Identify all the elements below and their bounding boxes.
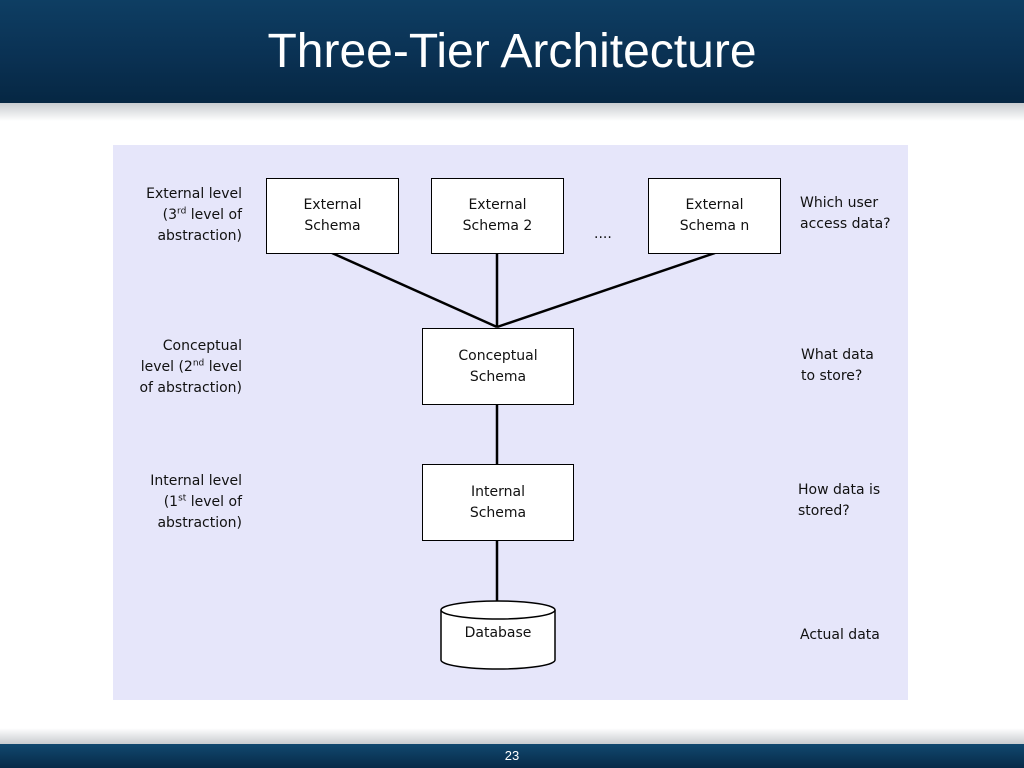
link-externaln-conceptual	[496, 251, 716, 329]
external-schema-2-box: External Schema 2	[431, 178, 564, 254]
conceptual-question: What data to store?	[801, 347, 874, 384]
internal-question: How data is stored?	[798, 482, 881, 519]
link-external1-conceptual	[331, 251, 498, 329]
ellipsis: ....	[594, 226, 612, 242]
database-question: Actual data	[800, 627, 880, 643]
external-schema-box: External Schema	[266, 178, 399, 254]
internal-schema-box: Internal Schema	[422, 464, 574, 541]
database-label: Database	[464, 625, 532, 641]
page-number: 23	[504, 748, 520, 763]
external-schema-n-box: External Schema n	[648, 178, 781, 254]
external-question: Which user access data?	[800, 195, 891, 232]
title-bar	[0, 0, 1024, 103]
conceptual-level-label: Conceptual level (2nd level of abstracti…	[139, 338, 242, 396]
internal-level-label: Internal level (1st level of abstraction…	[150, 473, 242, 531]
title-shadow	[0, 103, 1024, 121]
slide-title: Three-Tier Architecture	[267, 25, 757, 78]
external-level-label: External level (3rd level of abstraction…	[146, 186, 242, 244]
database-cylinder-icon	[440, 600, 556, 670]
footer-bar	[0, 744, 1024, 768]
conceptual-schema-box: Conceptual Schema	[422, 328, 574, 405]
footer-shadow	[0, 728, 1024, 744]
